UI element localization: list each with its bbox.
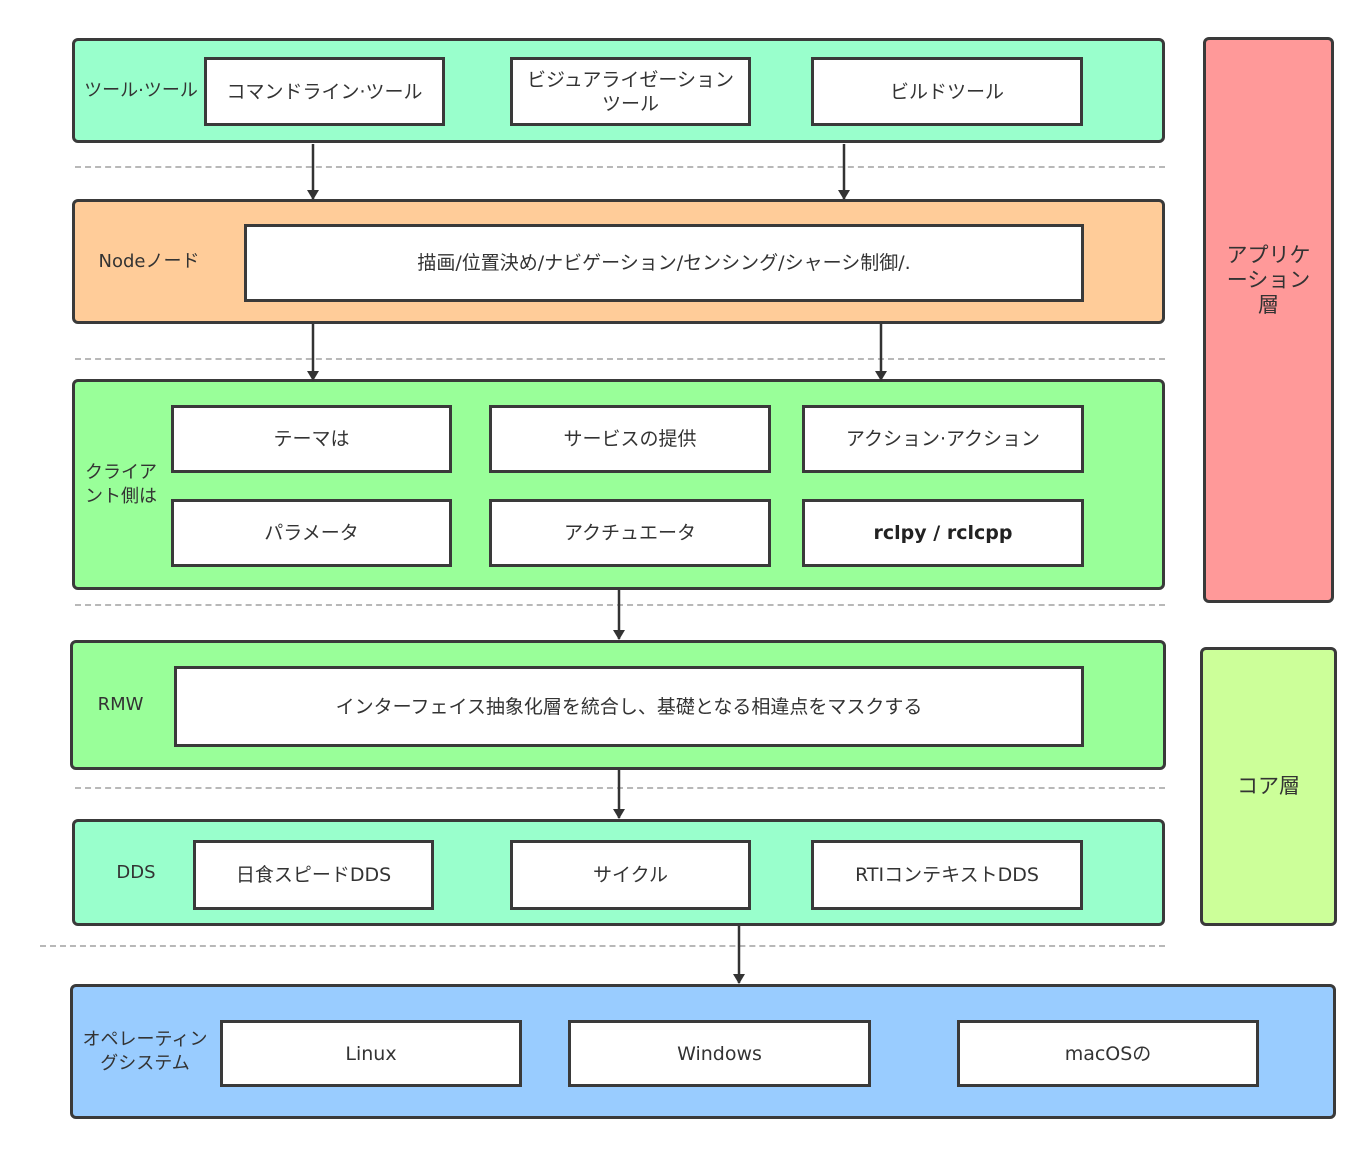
visualization-tools-box: ビジュアライゼーションツール xyxy=(510,57,751,126)
macos-box: macOSの xyxy=(957,1020,1259,1087)
application-layer-side: アプリケーション層 xyxy=(1203,37,1334,603)
client-layer: クライアント側は テーマは サービスの提供 アクション·アクション パラメータ … xyxy=(72,379,1165,590)
windows-box: Windows xyxy=(568,1020,871,1087)
os-layer: オペレーティングシステム Linux Windows macOSの xyxy=(70,984,1336,1119)
build-tools-box: ビルドツール xyxy=(811,57,1083,126)
dds-layer-label: DDS xyxy=(116,861,156,883)
rmw-layer: RMW インターフェイス抽象化層を統合し、基礎となる相違点をマスクする xyxy=(70,640,1166,770)
separator-line xyxy=(75,166,1165,168)
rti-connext-dds-box: RTIコンテキストDDS xyxy=(811,840,1083,910)
os-layer-label: オペレーティングシステム xyxy=(82,1028,208,1074)
separator-line xyxy=(75,358,1165,360)
command-line-tools-box: コマンドライン·ツール xyxy=(204,57,445,126)
tools-layer: ツール·ツール コマンドライン·ツール ビジュアライゼーションツール ビルドツー… xyxy=(72,38,1165,143)
service-box: サービスの提供 xyxy=(489,405,771,473)
client-layer-label: クライアント側は xyxy=(85,461,157,507)
cyclone-dds-box: サイクル xyxy=(510,840,751,910)
actuator-box: アクチュエータ xyxy=(489,499,771,567)
linux-box: Linux xyxy=(220,1020,522,1087)
core-layer-side: コア層 xyxy=(1200,647,1337,926)
rmw-content-box: インターフェイス抽象化層を統合し、基礎となる相違点をマスクする xyxy=(174,666,1084,747)
parameter-box: パラメータ xyxy=(171,499,452,567)
node-content-box: 描画/位置決め/ナビゲーション/センシング/シャーシ制御/. xyxy=(244,224,1084,302)
topic-box: テーマは xyxy=(171,405,452,473)
separator-line xyxy=(40,945,1165,947)
rmw-layer-label: RMW xyxy=(97,694,144,715)
node-layer-label: Nodeノード xyxy=(98,250,200,272)
action-box: アクション·アクション xyxy=(802,405,1084,473)
eprosima-fast-dds-box: 日食スピードDDS xyxy=(193,840,434,910)
node-layer: Nodeノード 描画/位置決め/ナビゲーション/センシング/シャーシ制御/. xyxy=(72,199,1165,324)
rclpy-rclcpp-box: rclpy / rclcpp xyxy=(802,499,1084,567)
tools-layer-label: ツール·ツール xyxy=(84,79,198,101)
dds-layer: DDS 日食スピードDDS サイクル RTIコンテキストDDS xyxy=(72,819,1165,926)
